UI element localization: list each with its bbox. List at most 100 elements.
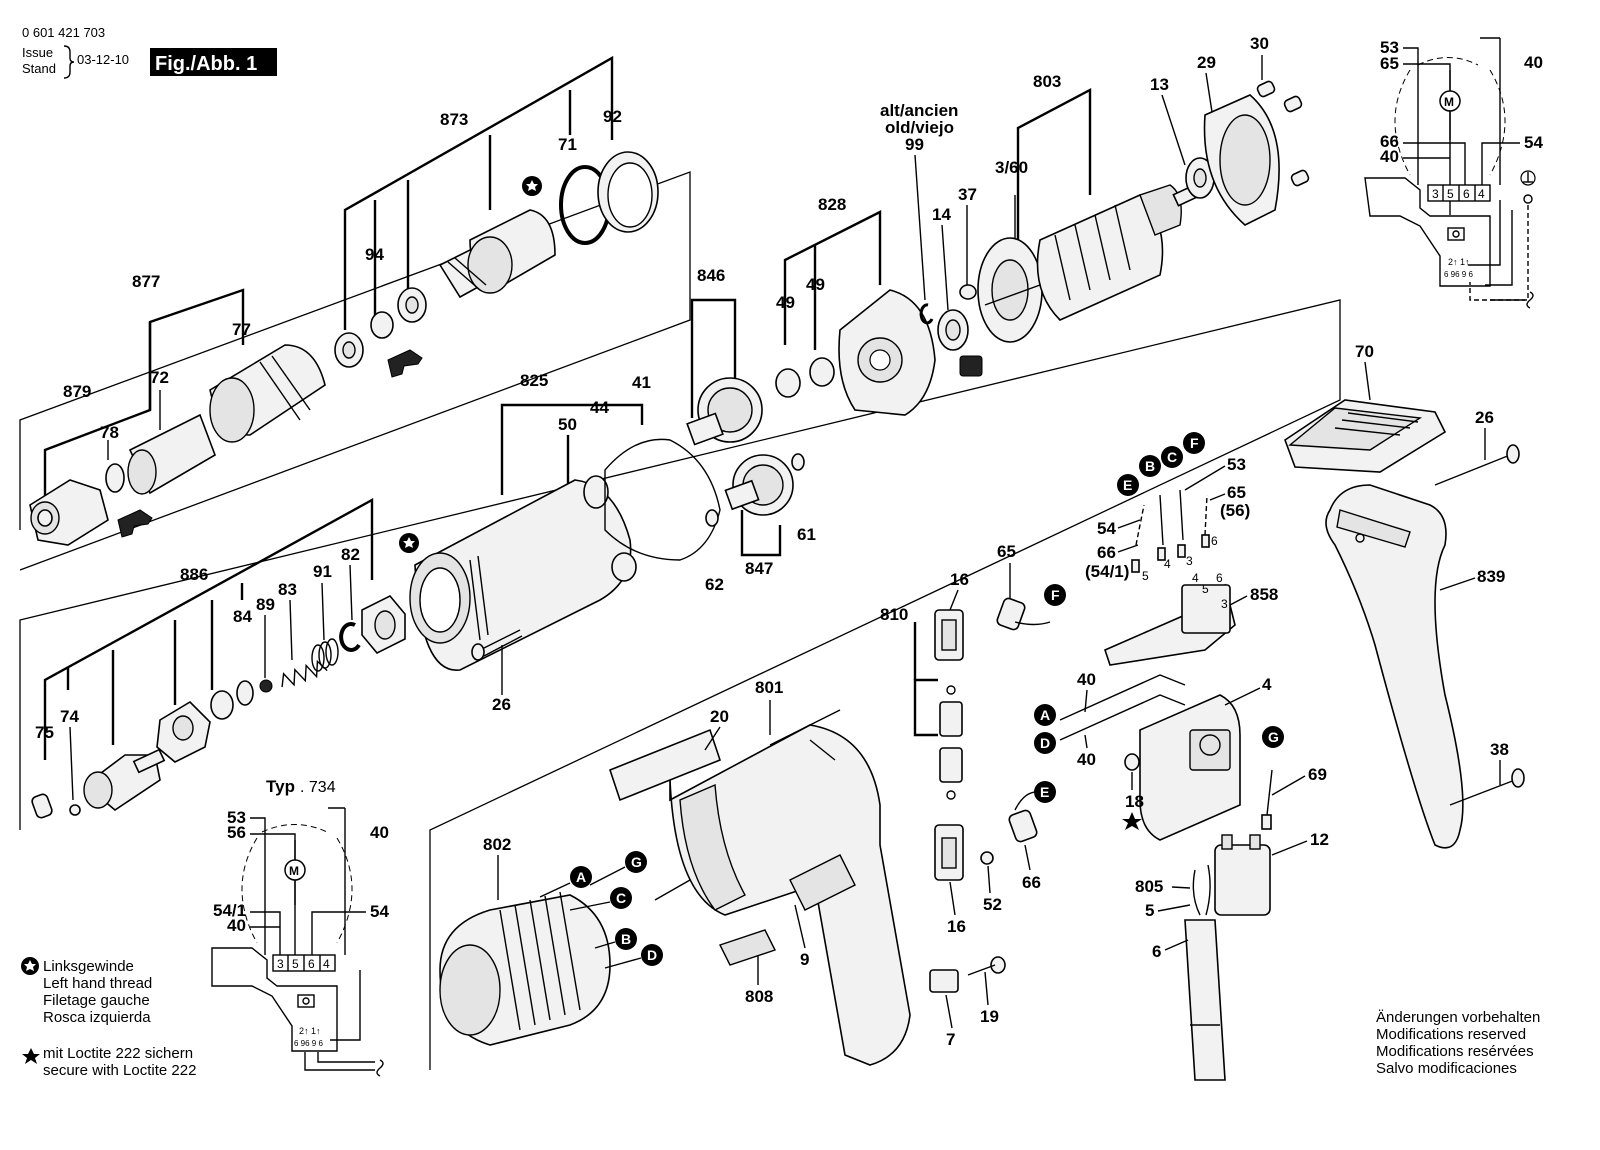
ring-78 (105, 463, 125, 493)
wiring-bottom-sw2: 6 96 9 6 (294, 1039, 323, 1048)
legend-loctite-en: secure with Loctite 222 (43, 1062, 196, 1079)
label-26b: 26 (1475, 408, 1494, 427)
ball-89 (259, 679, 273, 693)
ring-84b (236, 680, 254, 706)
label-83: 83 (278, 580, 297, 599)
brush-bottom (939, 747, 963, 800)
switch-num-4: 4 (1192, 571, 1199, 585)
motor-label-bottom: M (289, 864, 299, 878)
label-38: 38 (1490, 740, 1509, 759)
wiring-top-66: 66 (1380, 132, 1399, 151)
label-805: 805 (1135, 877, 1163, 896)
bearing-49b (809, 357, 835, 387)
loctite-star-icon (1122, 812, 1142, 830)
wiring-bottom-t1: 3 (277, 957, 284, 971)
gasket-41 (604, 438, 721, 561)
label-886: 886 (180, 565, 208, 584)
chuck-group (29, 288, 326, 546)
bearing-tool-icon (959, 355, 983, 377)
wiring-top-t4: 4 (1478, 187, 1485, 201)
ring-94 (370, 311, 394, 339)
handle-cover-70 (1284, 399, 1447, 473)
label-16a: 16 (950, 570, 969, 589)
star-icon (526, 180, 538, 191)
label-49b: 49 (806, 275, 825, 294)
circlip-82 (339, 622, 361, 652)
label-20: 20 (710, 707, 729, 726)
handle-839 (1325, 484, 1464, 849)
label-16b: 16 (947, 917, 966, 936)
armature-803 (977, 88, 1198, 343)
clutch-part (156, 700, 211, 763)
modifications-en: Modifications reserved (1376, 1026, 1526, 1043)
label-9: 9 (800, 950, 809, 969)
label-803: 803 (1033, 72, 1061, 91)
label-801: 801 (755, 678, 783, 697)
switch-num-6: 6 (1216, 571, 1223, 585)
label-20 (609, 728, 721, 802)
switch-num-5: 5 (1202, 582, 1209, 596)
wiring-bottom-40a: 40 (227, 916, 246, 935)
pins-30 (1256, 80, 1310, 187)
cap-65 (996, 597, 1051, 631)
switch-group (1059, 489, 1273, 1081)
star-icon (403, 537, 415, 548)
label-828: 828 (818, 195, 846, 214)
field-coil-802 (439, 855, 611, 1046)
label-858: 858 (1250, 585, 1278, 604)
document-header: 0 601 421 703 Issue Stand 03-12-10 Fig./… (22, 25, 277, 79)
label-61: 61 (797, 525, 816, 544)
legend: Linksgewinde Left hand thread Filetage g… (21, 957, 196, 1079)
modifications-fr: Modifications resérvées (1376, 1043, 1534, 1060)
label-69: 69 (1308, 765, 1327, 784)
wiring-bottom-t3: 6 (308, 957, 315, 971)
brush-holder-29 (1203, 94, 1280, 226)
brush-holder-group (1161, 80, 1310, 226)
label-873: 873 (440, 110, 468, 129)
wiring-top-53: 53 (1380, 38, 1399, 57)
left-thread-markers (399, 176, 1142, 830)
frame-upper-left (19, 171, 691, 571)
label-18: 18 (1125, 792, 1144, 811)
label-74: 74 (60, 707, 79, 726)
marker-C-1: C (1167, 449, 1177, 465)
switch-num-3: 3 (1221, 597, 1228, 611)
screw-19 (967, 956, 1006, 976)
spindle-part (83, 748, 166, 811)
modifications-de: Änderungen vorbehalten (1376, 1009, 1540, 1026)
grease-icon (117, 509, 153, 538)
label-71: 71 (558, 135, 577, 154)
label-54-1: (54/1) (1085, 562, 1129, 581)
figure-label-box (150, 48, 277, 76)
gear-group-846-847 (686, 298, 805, 557)
label-77: 77 (232, 320, 251, 339)
bushing-lower (611, 552, 637, 582)
label-41: 41 (632, 373, 651, 392)
marker-A-2: A (576, 869, 586, 885)
sleeve-72 (127, 413, 216, 495)
label-802: 802 (483, 835, 511, 854)
label-839: 839 (1477, 567, 1505, 586)
switch-858 (1104, 583, 1236, 666)
screw-38 (1449, 768, 1525, 806)
fan (977, 237, 1043, 343)
washer-84 (210, 690, 234, 720)
wire-69 (1261, 769, 1273, 830)
issue-date: 03-12-10 (77, 52, 129, 67)
label-66b: 66 (1097, 543, 1116, 562)
stand-label: Stand (22, 61, 56, 76)
marker-C-2: C (616, 890, 626, 906)
marker-B-1: B (1145, 458, 1155, 474)
legend-star-icon (24, 960, 36, 971)
chuck-sleeve-879 (29, 479, 109, 546)
marker-B-2: B (621, 931, 631, 947)
gear-846 (686, 377, 763, 446)
wiring-bottom-type: . 734 (300, 779, 336, 796)
label-94: 94 (365, 245, 384, 264)
label-846: 846 (697, 266, 725, 285)
gear-housing-825 (409, 403, 721, 671)
chuck-cap-77 (209, 344, 326, 443)
wiring-bottom-54-1: 54/1 (213, 901, 246, 920)
wiring-bottom-t4: 4 (323, 957, 330, 971)
label-7: 7 (946, 1030, 955, 1049)
